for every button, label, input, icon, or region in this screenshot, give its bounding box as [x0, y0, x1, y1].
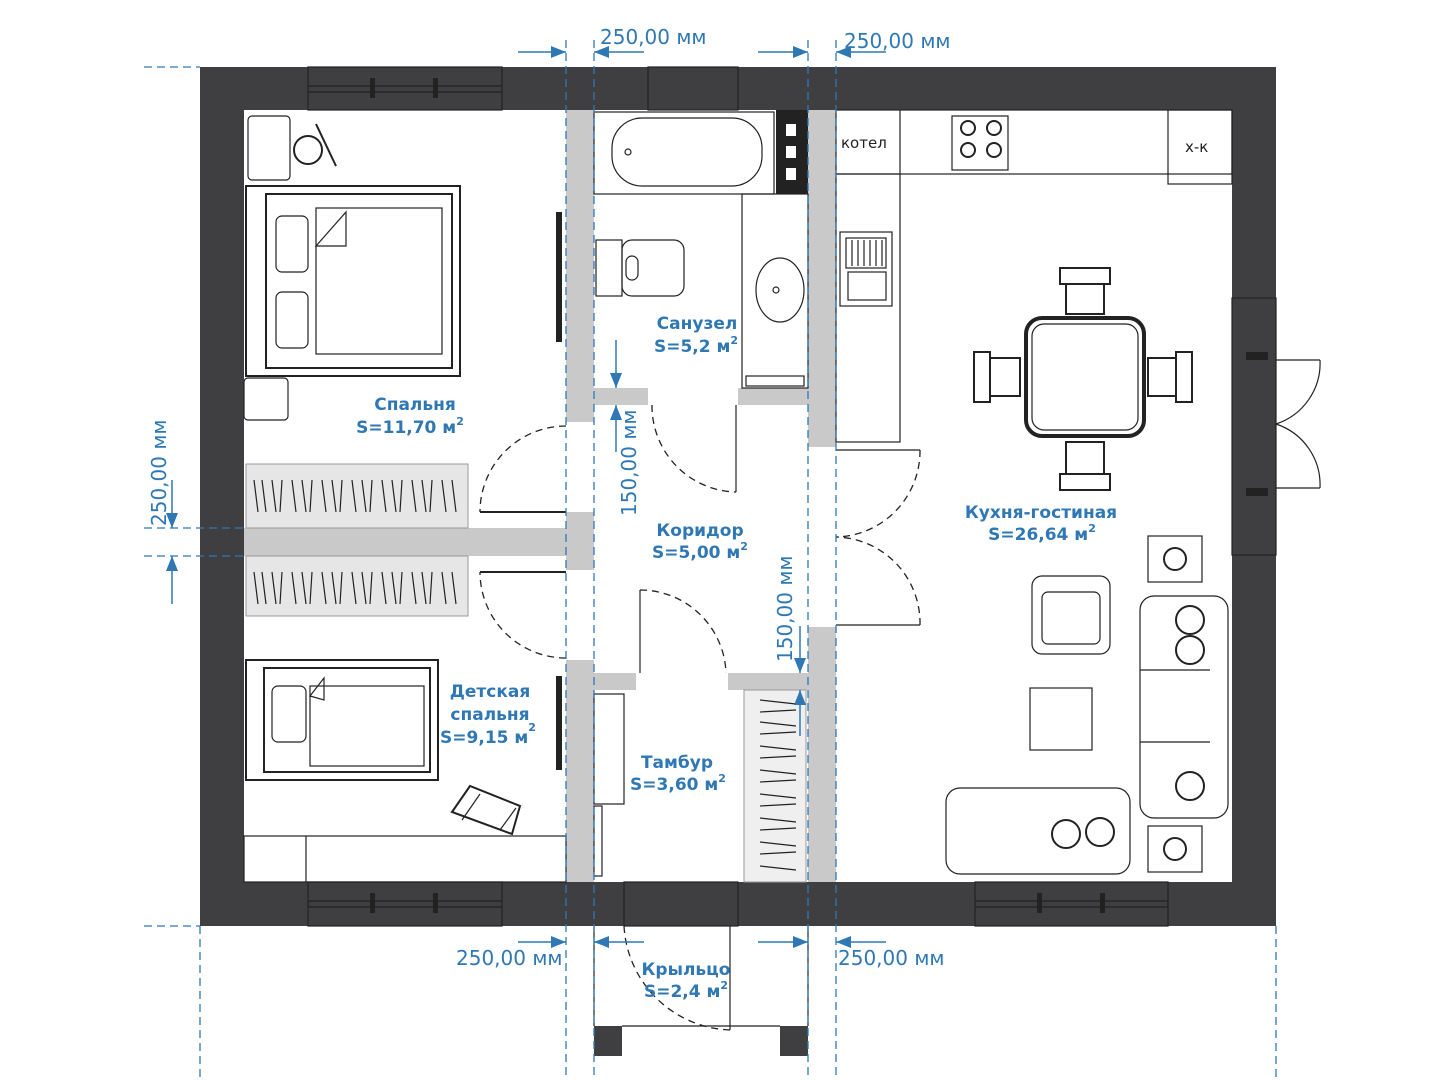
desk-child-room — [243, 835, 567, 883]
svg-text:Крыльцо: Крыльцо — [642, 960, 731, 980]
svg-text:S=2,4 м2: S=2,4 м2 — [644, 979, 728, 1002]
tv-child-room — [556, 676, 562, 770]
door-bedroom[interactable] — [479, 425, 567, 513]
sofa — [945, 595, 1229, 875]
svg-text:Спальня: Спальня — [374, 395, 456, 415]
svg-text:S=5,00 м2: S=5,00 м2 — [652, 540, 748, 563]
svg-text:S=11,70 м2: S=11,70 м2 — [356, 415, 464, 438]
room-label-bathroom: Санузел S=5,2 м2 — [654, 314, 738, 357]
wardrobe-bedroom — [245, 463, 469, 529]
door-tambur[interactable] — [639, 589, 727, 674]
svg-text:S=9,15 м2: S=9,15 м2 — [440, 721, 536, 748]
door-kitchen[interactable] — [835, 449, 921, 626]
door-bathroom[interactable] — [651, 404, 737, 493]
svg-text:Коридор: Коридор — [656, 521, 743, 541]
window-bedroom — [307, 66, 503, 111]
svg-text:Тамбур: Тамбур — [641, 753, 713, 773]
dining-table — [973, 267, 1193, 491]
interior-partitions — [244, 110, 836, 882]
room-label-tambur: Тамбур S=3,60 м2 — [630, 753, 726, 795]
stove-icon — [951, 115, 1009, 171]
tv-bedroom — [556, 212, 562, 342]
svg-text:Санузел: Санузел — [657, 314, 738, 334]
entrance-door[interactable] — [623, 881, 739, 1031]
room-label-corridor: Коридор S=5,00 м2 — [652, 521, 748, 563]
svg-text:S=5,2 м2: S=5,2 м2 — [654, 334, 738, 357]
dimension-lines — [144, 40, 1277, 1080]
fridge-label: х-к — [1185, 138, 1208, 156]
svg-text:S=3,60 м2: S=3,60 м2 — [630, 772, 726, 795]
dimension-left-wall: 250,00 мм — [147, 419, 171, 526]
washbasin — [741, 193, 809, 389]
armchair — [1031, 575, 1111, 655]
dimension-top-right: 250,00 мм — [844, 29, 951, 53]
toilet — [595, 239, 685, 297]
door-child-room[interactable] — [479, 571, 567, 659]
desk-chair-child-room — [450, 784, 522, 836]
wardrobe-child-room — [245, 555, 469, 617]
room-label-kitchen-living: Кухня-гостиная S=26,64 м2 — [965, 503, 1117, 545]
dimension-top-left: 250,00 мм — [600, 25, 707, 49]
boiler-label: котел — [841, 134, 887, 152]
window-kitchen — [974, 881, 1169, 927]
dimension-bottom-right: 250,00 мм — [838, 946, 945, 970]
kitchen-counter — [835, 109, 1233, 443]
svg-text:Кухня-гостиная: Кухня-гостиная — [965, 503, 1117, 523]
dimension-bottom-left: 250,00 мм — [456, 946, 563, 970]
svg-text:S=26,64 м2: S=26,64 м2 — [988, 522, 1096, 545]
balcony-door[interactable] — [1231, 297, 1321, 556]
svg-text:спальня: спальня — [450, 705, 529, 725]
bed-double — [245, 185, 461, 377]
bathtub — [593, 110, 808, 195]
room-label-porch: Крыльцо S=2,4 м2 — [642, 960, 731, 1002]
svg-text:Детская: Детская — [450, 682, 531, 702]
bed-single — [245, 659, 439, 781]
window-bathroom — [647, 66, 739, 111]
dimension-corridor-tambur: 150,00 мм — [773, 555, 797, 662]
dimension-bath-corridor: 150,00 мм — [617, 409, 641, 516]
speaker-icon — [1147, 535, 1203, 873]
nightstand — [243, 377, 289, 421]
room-label-child-room: Детская спальня S=9,15 м2 — [440, 682, 536, 748]
coffee-table — [1029, 687, 1093, 751]
desk-chair-bedroom — [247, 115, 337, 181]
sink-icon — [839, 231, 893, 307]
room-label-bedroom: Спальня S=11,70 м2 — [356, 395, 464, 438]
